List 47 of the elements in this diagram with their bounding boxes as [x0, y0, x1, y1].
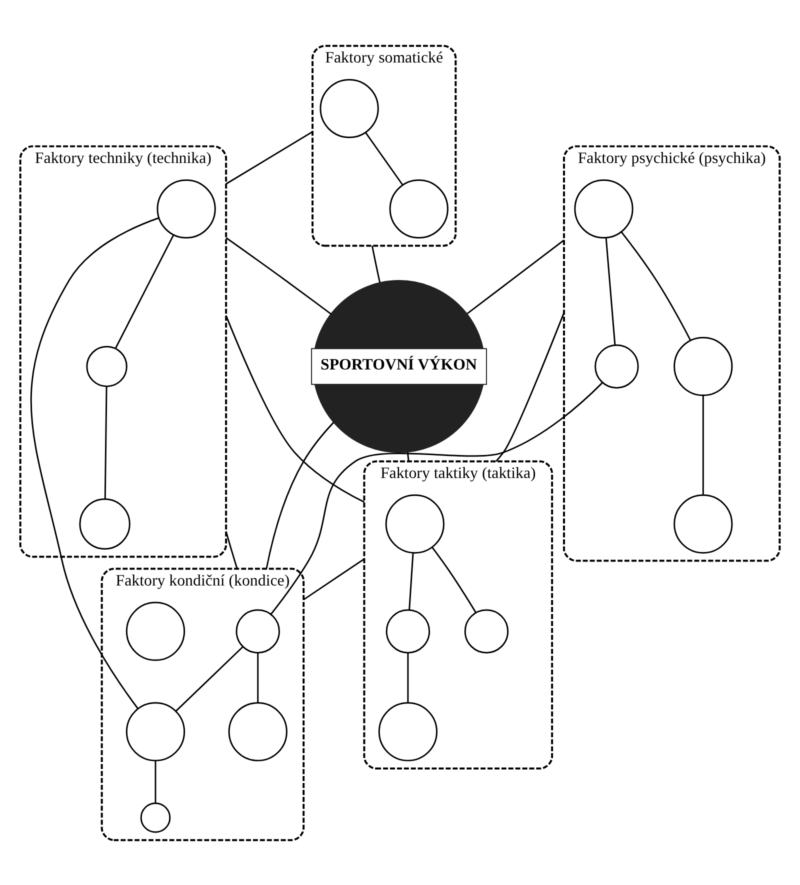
node-circle [674, 494, 733, 554]
node-circle [389, 178, 448, 238]
connector [605, 237, 616, 344]
node-circle [594, 344, 639, 388]
node-circle [320, 78, 379, 138]
connector [408, 552, 414, 610]
node-circle [140, 802, 171, 832]
node-circle [228, 702, 288, 761]
node-circle [378, 702, 438, 761]
node-circle [385, 494, 444, 554]
connector [406, 451, 410, 461]
connector [225, 314, 365, 502]
connector [466, 239, 564, 314]
node-circle [464, 608, 509, 653]
connector [432, 546, 476, 612]
connector [104, 386, 108, 498]
connector [226, 130, 313, 184]
node-circle [386, 608, 430, 653]
connector [154, 760, 156, 803]
connector [371, 245, 381, 282]
connector [270, 382, 603, 614]
connector [30, 216, 159, 709]
node-circle [574, 178, 634, 238]
connector [365, 132, 404, 185]
connector [175, 646, 244, 712]
connector [496, 312, 565, 462]
connector [407, 652, 409, 702]
node-circle [674, 336, 733, 396]
node-circle [126, 702, 186, 761]
connector [303, 558, 365, 600]
node-circle [126, 601, 186, 660]
connector [266, 421, 334, 568]
node-circle [86, 345, 128, 387]
cluster: Faktory taktiky (taktika) [363, 460, 554, 769]
node-circle [79, 498, 130, 550]
connector [225, 530, 238, 568]
connector [620, 230, 692, 340]
connector [257, 652, 259, 702]
connector [226, 236, 332, 314]
cluster: Faktory kondiční (kondice) [100, 567, 305, 841]
node-circle [236, 608, 280, 653]
node-circle [156, 178, 216, 238]
cluster: Faktory psychické (psychika) [563, 144, 781, 562]
cluster: Faktory techniky (technika) [19, 144, 228, 558]
connector [114, 234, 174, 348]
cluster: Faktory somatické [312, 44, 457, 246]
connector [702, 395, 704, 495]
